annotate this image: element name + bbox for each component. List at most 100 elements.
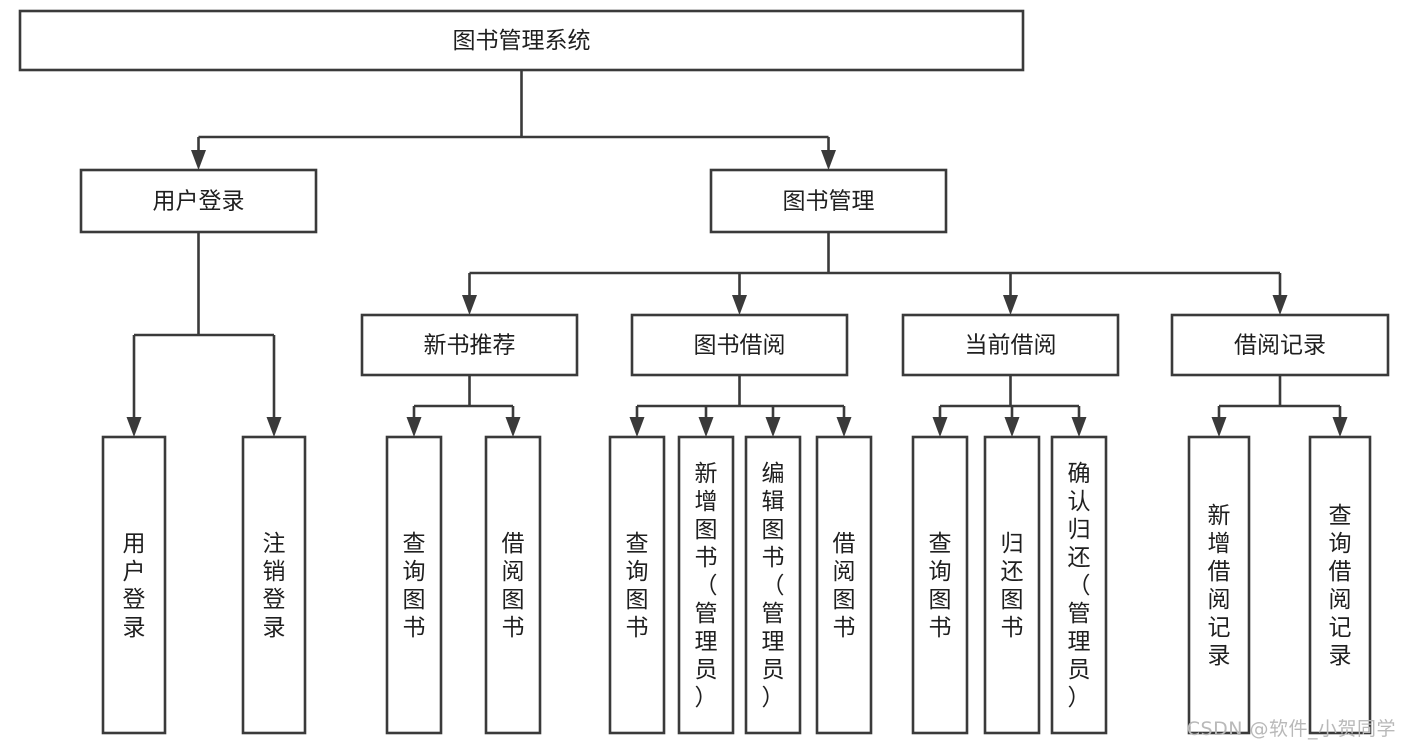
node-label-char: 新 xyxy=(695,461,718,487)
node-label-leaf-user-login: 用户登录 xyxy=(123,531,146,641)
node-label-char: 借 xyxy=(1208,559,1231,585)
node-label-char: 管 xyxy=(1068,601,1091,627)
node-leaf-user-login[interactable]: 用户登录 xyxy=(101,435,167,735)
node-label-char: （ xyxy=(762,573,785,599)
node-label-book-borrow: 图书借阅 xyxy=(694,333,786,359)
node-box-borrow-record[interactable] xyxy=(1170,313,1390,377)
node-box-leaf-add-book[interactable] xyxy=(677,435,735,735)
node-box-leaf-borrow-book[interactable] xyxy=(815,435,873,735)
node-label-char: 归 xyxy=(1068,517,1091,543)
node-box-leaf-query-book-current[interactable] xyxy=(911,435,969,735)
node-label-char: 查 xyxy=(403,531,426,557)
connector-arrowhead xyxy=(765,417,781,437)
node-label-char: 借 xyxy=(502,531,525,557)
node-label-char: 销 xyxy=(263,559,286,585)
connector-arrowhead xyxy=(732,295,747,315)
node-book-manage[interactable]: 图书管理 xyxy=(709,168,948,234)
node-box-book-manage[interactable] xyxy=(709,168,948,234)
node-label-char: 图 xyxy=(929,587,952,613)
node-box-leaf-confirm-return[interactable] xyxy=(1050,435,1108,735)
node-label-char: 归 xyxy=(1001,531,1024,557)
node-box-leaf-query-book-recommend[interactable] xyxy=(385,435,443,735)
node-label-char: 还 xyxy=(1068,545,1091,571)
node-label-char: ） xyxy=(1068,685,1091,711)
node-label-char: 登 xyxy=(123,587,146,613)
node-label-char: 图 xyxy=(502,587,525,613)
node-label-char: 查 xyxy=(626,531,649,557)
node-label-char: 理 xyxy=(695,629,718,655)
node-box-root[interactable] xyxy=(18,9,1025,72)
node-box-current-borrow[interactable] xyxy=(901,313,1120,377)
connector-arrowhead xyxy=(1004,417,1020,437)
node-box-book-borrow[interactable] xyxy=(630,313,849,377)
node-label-new-book-recommend: 新书推荐 xyxy=(424,333,516,359)
node-label-char: 理 xyxy=(762,629,785,655)
node-label-char: 录 xyxy=(1208,643,1231,669)
node-label-char: 增 xyxy=(1208,531,1231,557)
watermark-label: CSDN @软件_小贺同学 xyxy=(1186,718,1396,740)
node-label-char: 员 xyxy=(1068,657,1091,683)
node-label-char: 书 xyxy=(1001,615,1024,641)
node-box-leaf-edit-book[interactable] xyxy=(744,435,802,735)
connector-arrowhead xyxy=(1003,295,1018,315)
node-box-leaf-user-login[interactable] xyxy=(101,435,167,735)
node-root[interactable]: 图书管理系统 xyxy=(18,9,1025,72)
node-label-char: 图 xyxy=(1001,587,1024,613)
node-box-user-login[interactable] xyxy=(79,168,318,234)
node-box-leaf-query-borrow-record[interactable] xyxy=(1308,435,1372,735)
node-label-char: 阅 xyxy=(1329,587,1352,613)
node-box-leaf-return-book[interactable] xyxy=(983,435,1041,735)
connector-arrowhead xyxy=(1071,417,1087,437)
node-box-leaf-user-logout[interactable] xyxy=(241,435,307,735)
node-label-char: 编 xyxy=(762,461,785,487)
connector-arrowhead xyxy=(1211,417,1227,437)
connector-arrowhead xyxy=(191,150,206,170)
node-label-char: 书 xyxy=(762,545,785,571)
connector-arrowhead xyxy=(1332,417,1348,437)
connector-group-book-manage xyxy=(462,232,1288,315)
node-label-char: 询 xyxy=(1329,531,1352,557)
node-box-new-book-recommend[interactable] xyxy=(360,313,579,377)
node-label-char: 书 xyxy=(626,615,649,641)
node-box-leaf-borrow-book-recommend[interactable] xyxy=(484,435,542,735)
node-label-char: （ xyxy=(1068,573,1091,599)
connector-group-new-book-recommend xyxy=(406,375,521,437)
node-label-char: 注 xyxy=(263,531,286,557)
connector-arrowhead xyxy=(836,417,852,437)
node-label-current-borrow: 当前借阅 xyxy=(965,333,1057,359)
node-label-char: 询 xyxy=(929,559,952,585)
node-user-login[interactable]: 用户登录 xyxy=(79,168,318,234)
node-book-borrow[interactable]: 图书借阅 xyxy=(630,313,849,377)
node-label-char: 阅 xyxy=(1208,587,1231,613)
node-box-leaf-add-borrow-record[interactable] xyxy=(1187,435,1251,735)
node-current-borrow[interactable]: 当前借阅 xyxy=(901,313,1120,377)
node-box-leaf-query-book-borrow[interactable] xyxy=(608,435,666,735)
node-label-char: （ xyxy=(695,573,718,599)
node-new-book-recommend[interactable]: 新书推荐 xyxy=(360,313,579,377)
node-label-char: 登 xyxy=(263,587,286,613)
node-label-user-login: 用户登录 xyxy=(153,189,245,215)
node-label-char: 查 xyxy=(1329,503,1352,529)
node-label-char: 书 xyxy=(929,615,952,641)
node-label-char: 户 xyxy=(123,559,146,585)
node-label-char: 管 xyxy=(762,601,785,627)
connector-arrowhead xyxy=(821,150,836,170)
node-borrow-record[interactable]: 借阅记录 xyxy=(1170,313,1390,377)
